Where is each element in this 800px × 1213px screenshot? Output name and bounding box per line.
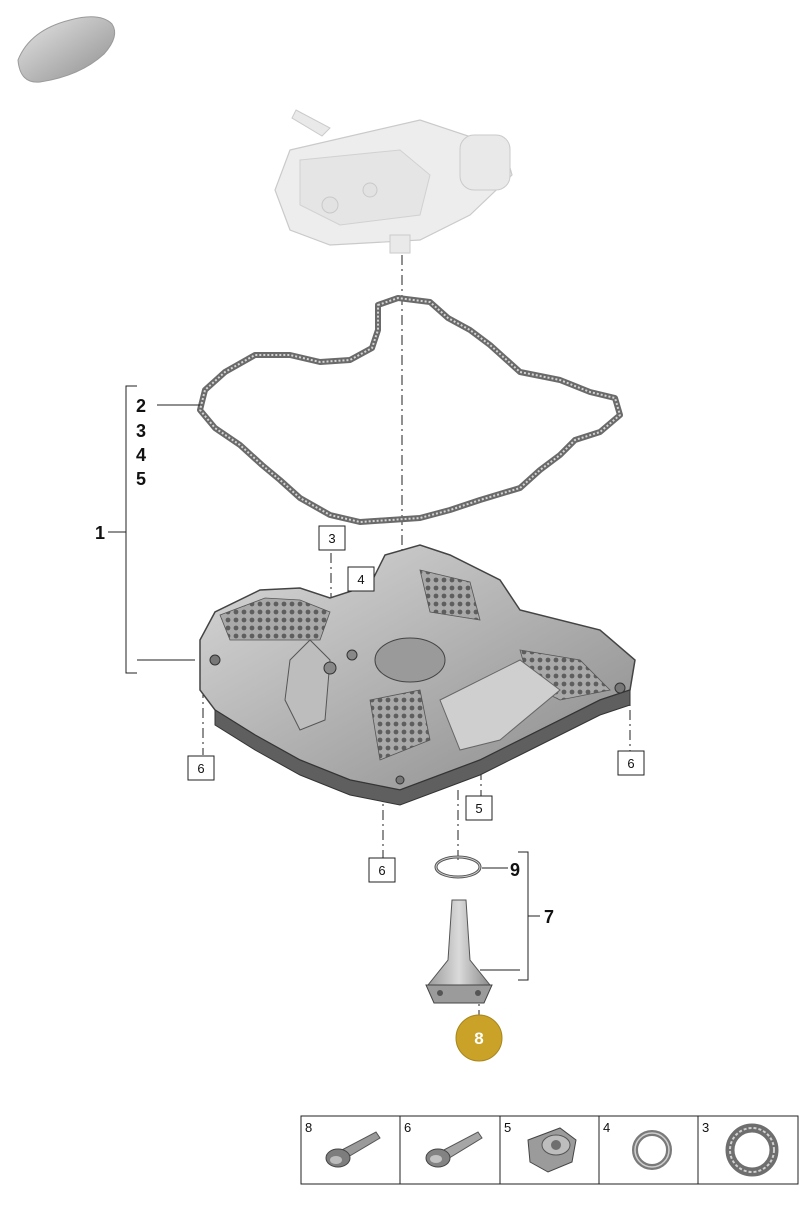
parts-strip-cell-5[interactable]: 3 <box>702 1120 779 1177</box>
parts-strip-number-5: 3 <box>702 1120 709 1135</box>
callout-5-text: 5 <box>475 801 482 816</box>
label-3: 3 <box>136 421 146 441</box>
parts-strip-cell-4[interactable]: 4 <box>603 1120 672 1170</box>
callout-6-left-text: 6 <box>197 761 204 776</box>
callout-4[interactable]: 4 <box>347 566 375 592</box>
drain-plug-icon <box>527 1127 577 1173</box>
callout-3[interactable]: 3 <box>318 525 346 551</box>
callout-3-text: 3 <box>328 531 335 546</box>
valve-body-part <box>274 109 513 254</box>
bolt-long-icon <box>425 1131 483 1168</box>
label-9: 9 <box>510 860 520 880</box>
parts-strip: 8 6 5 4 <box>300 1115 799 1185</box>
group-bracket-1 <box>108 385 200 674</box>
label-4: 4 <box>136 445 146 465</box>
oil-pan-part <box>199 544 636 806</box>
car-thumbnail <box>17 16 116 83</box>
strainer-o-ring-part <box>434 855 482 879</box>
seal-ring-thick-icon <box>725 1123 779 1177</box>
oil-pan-gasket-part <box>197 295 623 525</box>
oil-strainer-part <box>425 899 493 1004</box>
parts-strip-number-2: 6 <box>404 1120 411 1135</box>
callout-6-right[interactable]: 6 <box>617 750 645 776</box>
callout-6-left[interactable]: 6 <box>187 755 215 781</box>
group-bracket-7 <box>480 851 540 981</box>
callout-8-text: 8 <box>474 1029 483 1048</box>
label-1: 1 <box>95 523 105 543</box>
label-2: 2 <box>136 396 146 416</box>
bolt-short-icon <box>325 1131 381 1168</box>
callout-6-right-text: 6 <box>627 756 634 771</box>
callout-6-bottom[interactable]: 6 <box>368 857 396 883</box>
parts-strip-number-3: 5 <box>504 1120 511 1135</box>
callout-5[interactable]: 5 <box>465 795 493 821</box>
label-7: 7 <box>544 907 554 927</box>
seal-ring-icon <box>632 1130 672 1170</box>
parts-strip-number-1: 8 <box>305 1120 312 1135</box>
label-5: 5 <box>136 469 146 489</box>
parts-strip-number-4: 4 <box>603 1120 610 1135</box>
callout-4-text: 4 <box>357 572 364 587</box>
callout-8-highlighted[interactable]: 8 <box>455 1014 503 1062</box>
parts-strip-cell-2[interactable]: 6 <box>404 1120 483 1168</box>
parts-strip-cell-3[interactable]: 5 <box>504 1120 577 1173</box>
callout-6-bottom-text: 6 <box>378 863 385 878</box>
parts-strip-cell-1[interactable]: 8 <box>305 1120 381 1168</box>
